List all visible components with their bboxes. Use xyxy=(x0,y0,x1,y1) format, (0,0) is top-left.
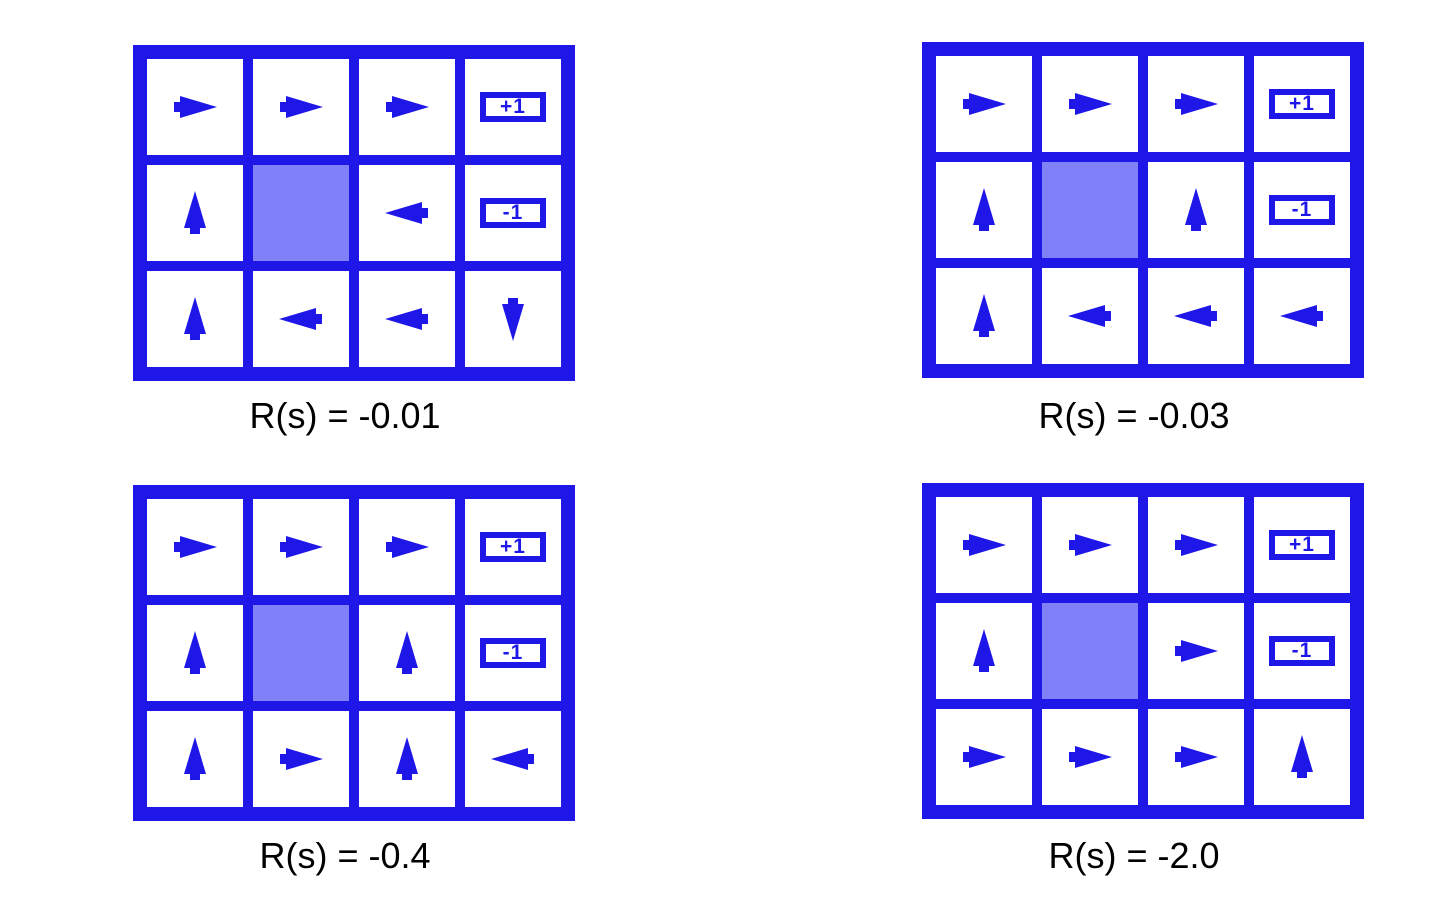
arrow-right-icon xyxy=(1143,492,1249,598)
terminal-negative-badge: -1 xyxy=(480,638,546,668)
policy-panel: +1 -1 xyxy=(133,485,575,821)
terminal-label: +1 xyxy=(1289,91,1315,115)
arrow-right-icon xyxy=(931,704,1037,810)
blocked-cell xyxy=(1037,157,1143,263)
arrow-up-icon xyxy=(142,600,248,706)
arrow-right-icon xyxy=(931,492,1037,598)
panel-caption: R(s) = -2.0 xyxy=(1048,835,1220,876)
grid-world: +1 -1 xyxy=(133,45,575,381)
arrow-up-icon xyxy=(931,263,1037,369)
grid-world: +1 -1 xyxy=(922,483,1364,819)
arrow-right-icon xyxy=(1037,51,1143,157)
arrow-right-icon xyxy=(1143,704,1249,810)
arrow-left-icon xyxy=(248,266,354,372)
grid-world: +1 -1 xyxy=(133,485,575,821)
terminal-positive-badge: +1 xyxy=(1249,51,1355,157)
arrow-right-icon xyxy=(248,494,354,600)
arrow-up-icon xyxy=(1143,157,1249,263)
arrow-right-icon xyxy=(248,706,354,812)
policy-panel: +1 -1 xyxy=(133,45,575,381)
terminal-negative-badge: -1 xyxy=(1249,598,1355,704)
arrow-up-icon xyxy=(931,598,1037,704)
terminal-positive-badge: +1 xyxy=(1269,530,1335,560)
arrow-down-icon xyxy=(460,266,566,372)
terminal-negative-badge: -1 xyxy=(1249,157,1355,263)
terminal-label: -1 xyxy=(1291,638,1313,662)
arrow-up-icon xyxy=(142,160,248,266)
terminal-label: +1 xyxy=(1289,532,1315,556)
blocked-cell xyxy=(248,160,354,266)
arrow-right-icon xyxy=(931,51,1037,157)
arrow-up-icon xyxy=(1249,704,1355,810)
terminal-negative-badge: -1 xyxy=(480,198,546,228)
terminal-negative-badge: -1 xyxy=(1269,636,1335,666)
panel-caption: R(s) = -0.03 xyxy=(1038,395,1230,436)
terminal-positive-badge: +1 xyxy=(1269,89,1335,119)
terminal-positive-badge: +1 xyxy=(460,54,566,160)
arrow-left-icon xyxy=(1249,263,1355,369)
terminal-negative-badge: -1 xyxy=(1269,195,1335,225)
arrow-right-icon xyxy=(248,54,354,160)
blocked-cell xyxy=(1037,598,1143,704)
policy-panel: +1 -1 xyxy=(922,483,1364,819)
policy-panel: +1 -1 xyxy=(922,42,1364,378)
panel-caption: R(s) = -0.4 xyxy=(259,835,431,876)
arrow-right-icon xyxy=(1143,51,1249,157)
arrow-right-icon xyxy=(354,54,460,160)
grid-world: +1 -1 xyxy=(922,42,1364,378)
arrow-left-icon xyxy=(1143,263,1249,369)
arrow-up-icon xyxy=(142,706,248,812)
arrow-right-icon xyxy=(142,54,248,160)
arrow-up-icon xyxy=(354,706,460,812)
arrow-right-icon xyxy=(354,494,460,600)
arrow-left-icon xyxy=(354,160,460,266)
terminal-label: -1 xyxy=(1291,197,1313,221)
terminal-label: +1 xyxy=(500,94,526,118)
blocked-cell xyxy=(248,600,354,706)
terminal-positive-badge: +1 xyxy=(480,532,546,562)
panel-caption: R(s) = -0.01 xyxy=(249,395,441,436)
terminal-label: -1 xyxy=(502,200,524,224)
terminal-positive-badge: +1 xyxy=(460,494,566,600)
arrow-right-icon xyxy=(1037,492,1143,598)
terminal-label: -1 xyxy=(502,640,524,664)
arrow-right-icon xyxy=(1143,598,1249,704)
arrow-up-icon xyxy=(142,266,248,372)
terminal-label: +1 xyxy=(500,534,526,558)
arrow-up-icon xyxy=(931,157,1037,263)
arrow-left-icon xyxy=(1037,263,1143,369)
arrow-right-icon xyxy=(1037,704,1143,810)
terminal-positive-badge: +1 xyxy=(1249,492,1355,598)
arrow-left-icon xyxy=(354,266,460,372)
terminal-negative-badge: -1 xyxy=(460,160,566,266)
arrow-right-icon xyxy=(142,494,248,600)
arrow-up-icon xyxy=(354,600,460,706)
arrow-left-icon xyxy=(460,706,566,812)
terminal-negative-badge: -1 xyxy=(460,600,566,706)
terminal-positive-badge: +1 xyxy=(480,92,546,122)
